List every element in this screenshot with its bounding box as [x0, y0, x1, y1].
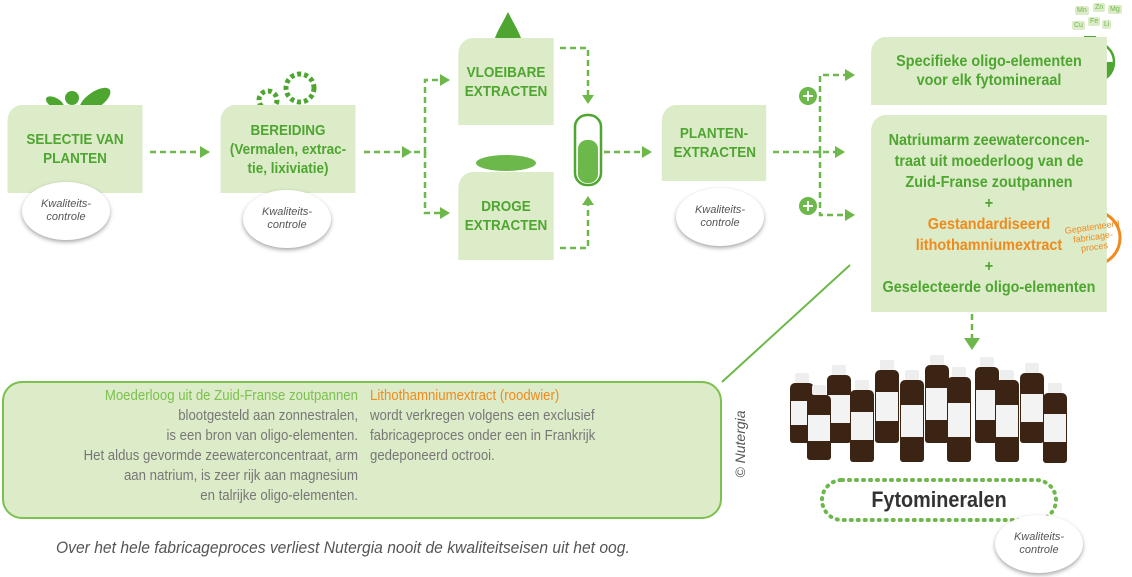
step-sublabel: (Vermalen, extrac-tie, lixiviatie)	[229, 140, 347, 177]
info-line: blootgesteld aan zonnestralen,	[178, 407, 358, 424]
info-line: gedeponeerd octrooi.	[370, 447, 495, 464]
copyright: © Nutergia	[732, 410, 748, 478]
step-label: VLOEIBARE EXTRACTEN	[464, 63, 548, 100]
plus-sign: +	[984, 257, 994, 275]
element-chip: Fe	[1088, 17, 1101, 26]
info-left-title: Moederloog uit de Zuid-Franse zoutpannen	[104, 387, 358, 404]
step-vloeibare: VLOEIBARE EXTRACTEN	[458, 38, 554, 125]
info-line: wordt verkregen volgens een exclusief	[370, 407, 595, 424]
element-chip: Li	[1102, 20, 1112, 29]
element-chip: Mg	[1108, 5, 1122, 14]
step-formula: Natriumarm zeewaterconcen-traat uit moed…	[871, 115, 1107, 312]
gears-icon	[256, 71, 317, 112]
plus-sign: +	[984, 194, 994, 212]
info-line: Het aldus gevormde zeewaterconcentraat, …	[83, 447, 358, 464]
step-label: DROGE EXTRACTEN	[464, 198, 548, 234]
info-line: is een bron van oligo-elementen.	[166, 427, 358, 444]
quality-label: Kwaliteits-controle	[694, 204, 746, 229]
info-box	[2, 381, 722, 519]
powder-icon	[476, 155, 536, 171]
geselecteerde-label: Geselecteerde oligo-elementen	[882, 278, 1096, 296]
info-line: en talrijke oligo-elementen.	[200, 487, 358, 504]
step-droge: DROGE EXTRACTEN	[458, 172, 554, 260]
step-label: SELECTIE VAN PLANTEN	[26, 131, 124, 167]
product-name: Fytomineralen	[871, 487, 1007, 512]
quality-label: Kwaliteits-controle	[40, 198, 92, 223]
info-right-title: Lithothamniumextract (roodwier)	[370, 387, 560, 404]
step-selectie: SELECTIE VAN PLANTEN	[7, 105, 143, 193]
info-left: Moederloog uit de Zuid-Franse zoutpannen…	[43, 386, 358, 506]
element-chip: Zn	[1093, 3, 1106, 12]
info-line: fabricageproces onder een in Frankrijk	[370, 427, 596, 444]
step-specifieke: Specifieke oligo-elementen voor elk fyto…	[871, 37, 1107, 105]
product-bottles	[785, 355, 1115, 475]
info-line: aan natrium, is zeer rijk aan magnesium	[123, 467, 358, 484]
lithothamnium-label: Gestandardiseerd lithothamniumextract	[915, 215, 1063, 254]
step-plantenextracten: PLANTEN-EXTRACTEN	[661, 105, 767, 181]
quality-control-badge: Kwaliteits-controle	[243, 190, 331, 248]
quality-control-badge: Kwaliteits-controle	[676, 188, 764, 246]
step-label: Specifieke oligo-elementen voor elk fyto…	[896, 53, 1082, 89]
step-label: PLANTEN-EXTRACTEN	[673, 125, 757, 161]
quality-label: Kwaliteits-controle	[261, 206, 313, 231]
footer-note: Over het hele fabricageproces verliest N…	[56, 538, 630, 557]
step-label: BEREIDING	[250, 121, 326, 139]
natriumarm-label: Natriumarm zeewaterconcen-traat uit moed…	[888, 131, 1090, 191]
element-chip: Cu	[1072, 21, 1085, 30]
step-bereiding: BEREIDING(Vermalen, extrac-tie, lixiviat…	[220, 105, 356, 193]
info-right: Lithothamniumextract (roodwier) wordt ve…	[370, 386, 669, 466]
quality-control-badge: Kwaliteits-controle	[22, 182, 110, 240]
element-chip: Mn	[1075, 6, 1089, 15]
quality-control-badge: Kwaliteits-controle	[995, 515, 1083, 573]
quality-label: Kwaliteits-controle	[1013, 531, 1065, 556]
